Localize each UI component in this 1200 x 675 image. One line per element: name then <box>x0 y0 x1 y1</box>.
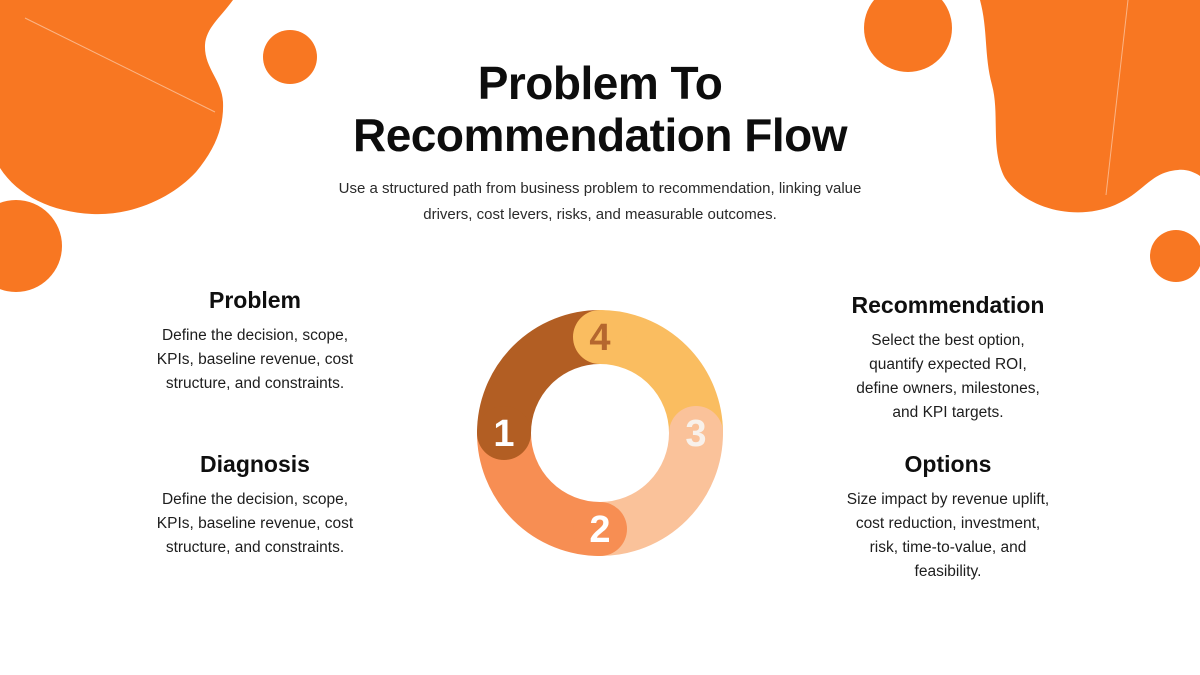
segment-cap-step4 <box>573 310 627 364</box>
step-heading-options: Options <box>904 451 992 477</box>
step-description-diagnosis: Define the decision, scope, KPIs, baseli… <box>156 491 354 557</box>
step-number-4: 4 <box>589 317 610 359</box>
circle-top-right <box>864 0 952 72</box>
circle-bottom-right-small <box>1150 230 1200 282</box>
step-description-problem: Define the decision, scope, KPIs, baseli… <box>156 327 354 393</box>
blob-top-left-crack <box>24 17 216 113</box>
cycle-donut-diagram: 1 2 3 4 <box>477 310 723 556</box>
step-block-diagnosis: Diagnosis Define the decision, scope, KP… <box>108 451 402 560</box>
step-block-options: Options Size impact by revenue uplift, c… <box>810 451 1086 584</box>
blob-top-right <box>980 0 1200 213</box>
step-number-1: 1 <box>493 413 514 455</box>
circle-top-left-small <box>263 30 317 84</box>
step-heading-recommendation: Recommendation <box>851 292 1045 318</box>
step-block-recommendation: Recommendation Select the best option, q… <box>810 292 1086 425</box>
step-heading-problem: Problem <box>208 287 302 313</box>
segment-cap-step3 <box>669 406 723 460</box>
page-title-line2: Recommendation Flow <box>353 108 847 161</box>
circle-bottom-left-of-blob <box>0 200 62 292</box>
page-title: Problem To Recommendation Flow <box>0 57 1200 161</box>
blob-top-right-crack <box>1105 0 1129 196</box>
step-number-3: 3 <box>685 413 706 455</box>
step-description-options: Size impact by revenue uplift, cost redu… <box>846 491 1050 581</box>
page-title-line1: Problem To <box>477 57 723 109</box>
step-block-problem: Problem Define the decision, scope, KPIs… <box>108 287 402 396</box>
step-description-recommendation: Select the best option, quantify expecte… <box>856 332 1040 422</box>
blob-top-left <box>0 0 233 215</box>
step-heading-diagnosis: Diagnosis <box>200 451 310 477</box>
page-subtitle: Use a structured path from business prob… <box>338 180 862 223</box>
segment-cap-step1 <box>477 406 531 460</box>
segment-cap-step2 <box>573 502 627 556</box>
step-number-2: 2 <box>589 509 610 551</box>
